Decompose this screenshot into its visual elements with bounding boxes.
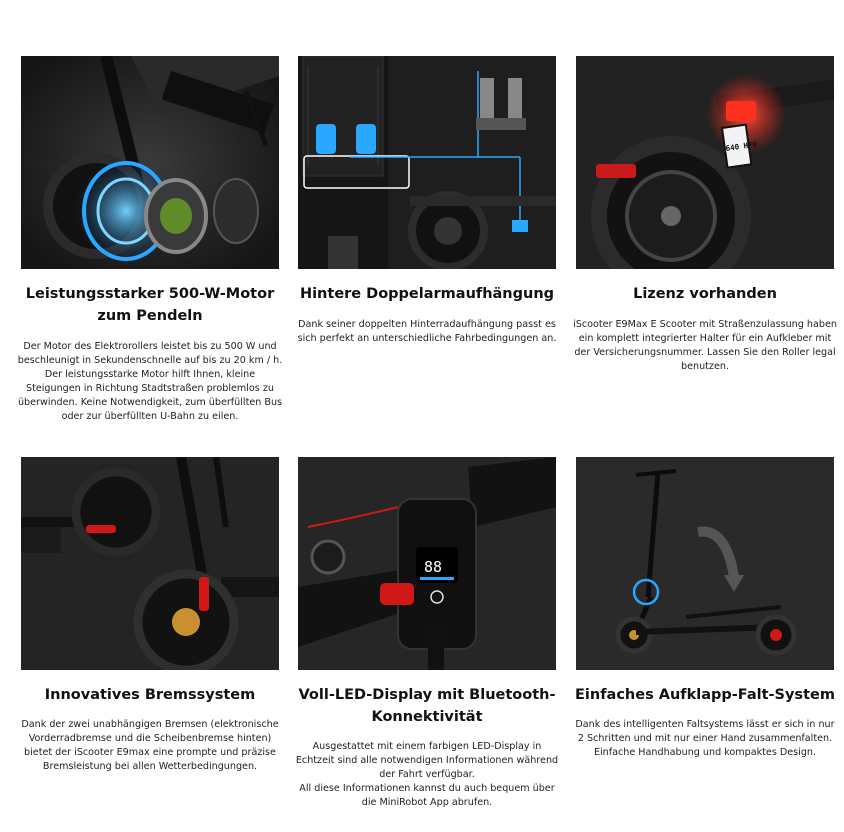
folding-image — [576, 457, 834, 670]
feature-description: Dank des intelligenten Faltsystems lässt… — [575, 719, 835, 758]
power-button-icon — [430, 590, 444, 604]
feature-description: Ausgestattet mit einem farbigen LED-Disp… — [295, 741, 559, 808]
license-plate-text: 640 HFH — [725, 140, 758, 153]
feature-description: Der Motor des Elektrorollers leistet bis… — [17, 341, 283, 422]
feature-title: Leistungsstarker 500-W-Motor zum Pendeln — [25, 286, 275, 324]
motor-image — [21, 56, 279, 269]
feature-title: Hintere Doppelarmaufhängung — [299, 286, 555, 302]
fold-arrow-icon — [697, 526, 739, 578]
bell-icon — [310, 539, 346, 575]
feature-title: Voll-LED-Display mit Bluetooth-Konnektiv… — [298, 687, 556, 725]
feature-title: Lizenz vorhanden — [633, 286, 777, 302]
spring-icon — [316, 124, 376, 154]
speed-readout: 88 — [424, 558, 442, 576]
feature-title: Einfaches Aufklapp-Falt-System — [575, 687, 835, 703]
display-image: 88 — [298, 457, 556, 670]
feature-description: iScooter E9Max E Scooter mit Straßenzula… — [573, 319, 837, 372]
feature-description: Dank seiner doppelten Hinterradaufhängun… — [297, 319, 557, 344]
brakes-image — [21, 457, 279, 670]
license-image: 640 HFH — [576, 56, 834, 269]
suspension-image — [298, 56, 556, 269]
feature-title: Innovatives Bremssystem — [44, 687, 256, 703]
feature-description: Dank der zwei unabhängigen Bremsen (elek… — [21, 719, 279, 772]
